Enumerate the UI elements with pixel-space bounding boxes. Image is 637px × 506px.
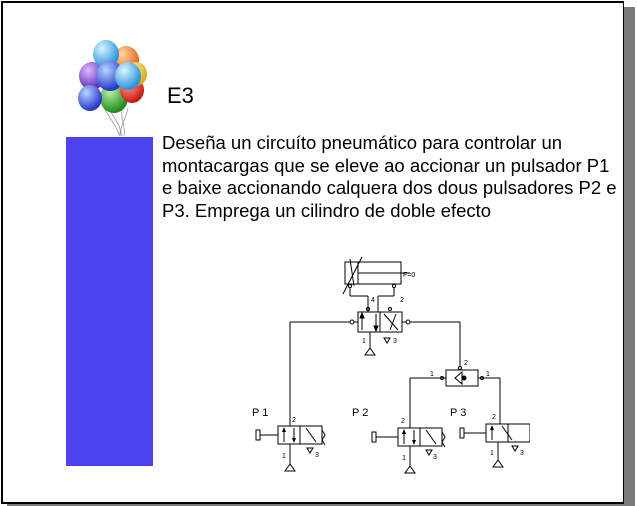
or-valve-port-1-left: 1 — [430, 371, 434, 378]
svg-text:1: 1 — [282, 453, 286, 460]
slide-shadow-bottom — [7, 502, 635, 506]
slide-shadow-right — [624, 7, 635, 504]
pushbutton-p2-label: P 2 — [352, 407, 368, 419]
svg-text:2: 2 — [492, 414, 496, 421]
main-valve-port-1: 1 — [362, 338, 366, 345]
pushbutton-p3-label: P 3 — [450, 407, 466, 419]
balloons-image — [78, 40, 147, 137]
svg-text:3: 3 — [433, 454, 437, 461]
shuttle-valve — [445, 369, 479, 387]
main-valve — [349, 311, 411, 333]
svg-text:2: 2 — [401, 418, 405, 425]
main-valve-port-2: 2 — [400, 297, 404, 304]
svg-text:3: 3 — [520, 450, 524, 457]
pushbutton-valve-p3 — [459, 422, 530, 468]
svg-text:1: 1 — [490, 450, 494, 457]
svg-text:1: 1 — [402, 455, 406, 462]
double-acting-cylinder — [342, 256, 410, 295]
main-valve-port-4: 4 — [371, 297, 375, 304]
pushbutton-valve-p2 — [371, 422, 446, 474]
accent-bar — [66, 137, 153, 466]
or-valve-port-1-right: 1 — [486, 371, 490, 378]
svg-text:3: 3 — [315, 452, 319, 459]
cylinder-label: F=0 — [403, 272, 415, 279]
pneumatic-circuit-diagram: F=0 4 2 1 3 2 1 1 P 1 2 1 3 P 2 2 1 3 P … — [252, 256, 530, 474]
pushbutton-p1-label: P 1 — [252, 407, 268, 419]
slide-body-text: Deseña un circuíto pneumático para contr… — [162, 132, 617, 221]
or-valve-port-2: 2 — [464, 360, 468, 367]
main-valve-port-3: 3 — [393, 338, 397, 345]
pushbutton-valve-p1 — [255, 424, 326, 472]
slide-title: E3 — [167, 83, 194, 108]
svg-text:2: 2 — [292, 417, 296, 424]
